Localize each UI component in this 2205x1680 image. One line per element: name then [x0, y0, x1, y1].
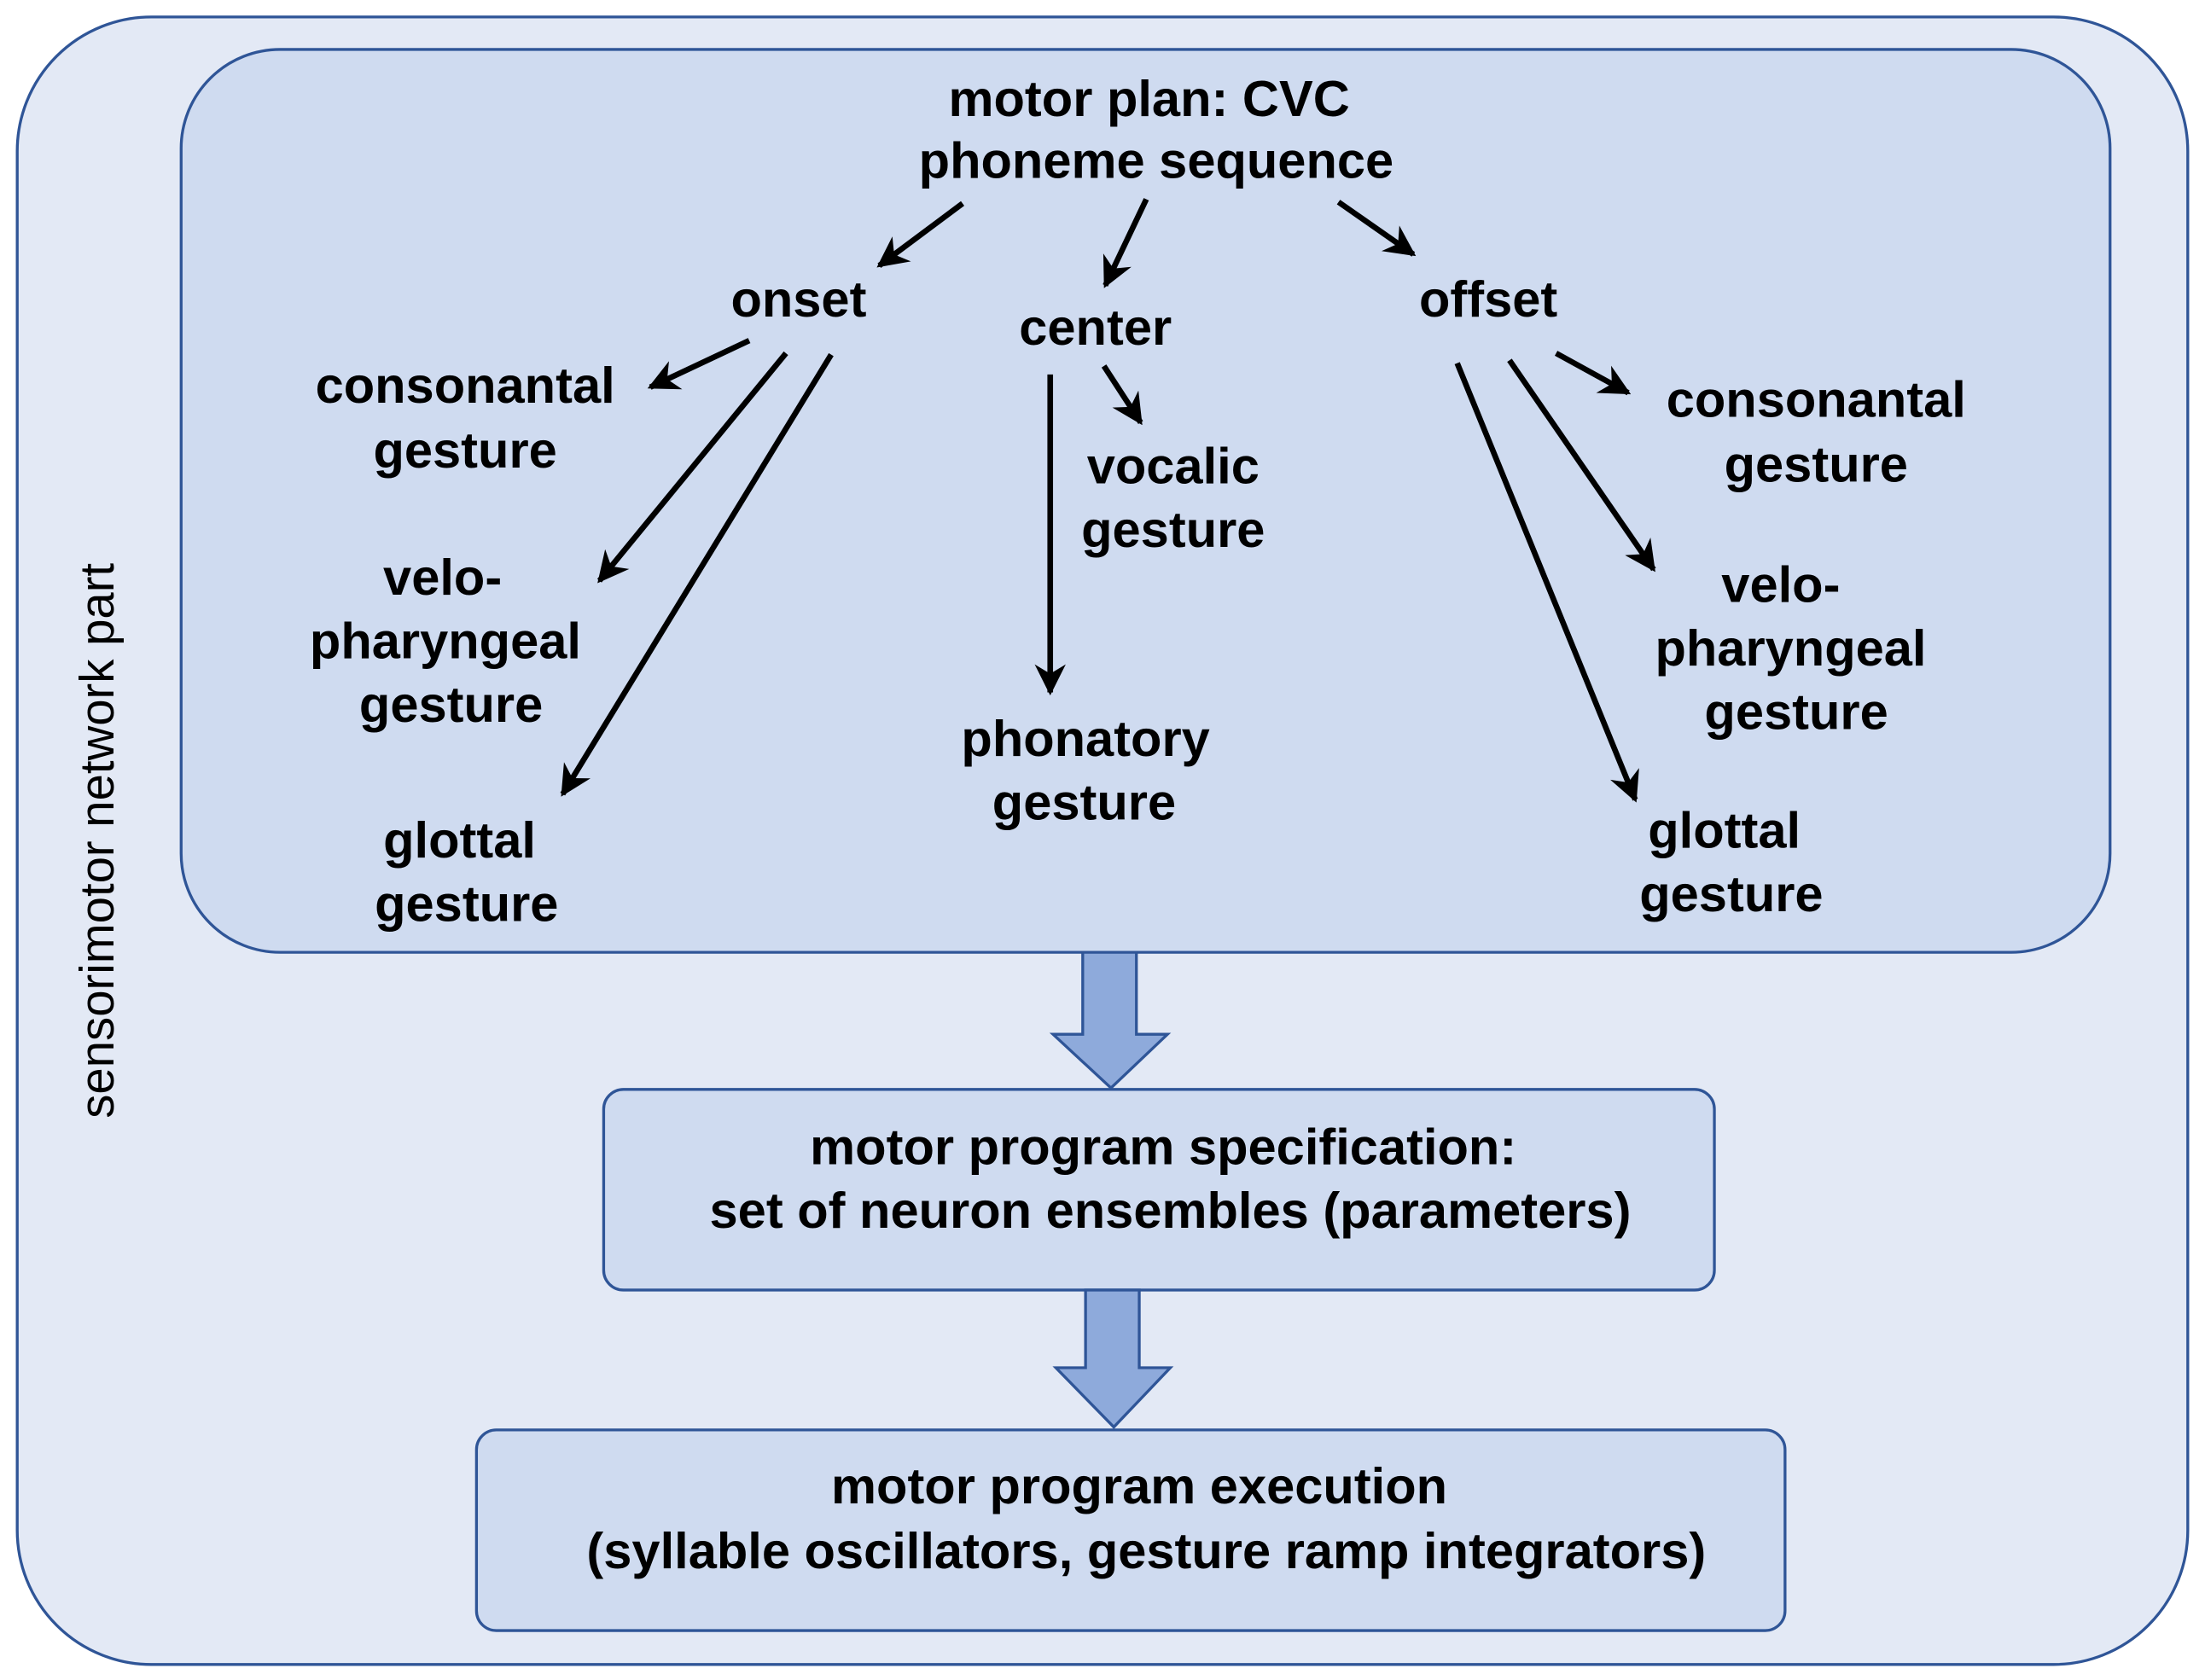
arrow-onset-to-velopharyngeal — [596, 351, 788, 584]
arrow-plan-to-onset — [876, 201, 965, 268]
arrow-center-to-vocalic — [1101, 364, 1143, 426]
motor-plan-box — [179, 48, 2112, 954]
arrow-plan-to-offset — [1336, 200, 1417, 257]
execution-box — [474, 1428, 1787, 1632]
onset-velopharyngeal-gesture: velo- pharyngeal gesture — [310, 549, 596, 733]
motor-plan-title-line-2: phoneme sequence — [919, 132, 1394, 189]
motor-plan-title: motor plan: CVC phoneme sequence — [919, 70, 1394, 189]
block-arrow-specification-to-execution — [1052, 1288, 1174, 1429]
onset-label: onset — [730, 270, 866, 328]
execution-text: motor program execution (syllable oscill… — [586, 1457, 1706, 1579]
arrow-plan-to-center — [1102, 198, 1149, 288]
specification-box — [602, 1088, 1716, 1292]
block-arrow-plan-to-specification — [1049, 950, 1172, 1090]
specification-text: motor program specification: set of neur… — [710, 1119, 1632, 1240]
arrow-offset-to-consonantal — [1554, 351, 1632, 396]
center-vocalic-gesture: vocalic gesture — [1081, 437, 1273, 558]
arrow-offset-to-glottal — [1454, 362, 1639, 803]
offset-consonantal-gesture: consonantal gesture — [1667, 371, 1981, 493]
side-label: sensorimotor network part — [70, 563, 124, 1119]
offset-label: offset — [1419, 270, 1557, 328]
arrow-offset-to-velopharyngeal — [1507, 358, 1656, 573]
offset-glottal-gesture: glottal gesture — [1639, 802, 1823, 923]
center-phonatory-gesture: phonatory gesture — [961, 710, 1224, 831]
onset-glottal-gesture: glottal gesture — [375, 811, 558, 933]
onset-consonantal-gesture: consonantal gesture — [316, 357, 630, 479]
offset-velopharyngeal-gesture: velo- pharyngeal gesture — [1655, 555, 1940, 740]
motor-plan-title-line-1: motor plan: CVC — [949, 70, 1350, 127]
arrow-onset-to-consonantal — [647, 338, 751, 390]
arrow-onset-to-glottal — [560, 352, 834, 797]
center-label: center — [1019, 299, 1172, 356]
